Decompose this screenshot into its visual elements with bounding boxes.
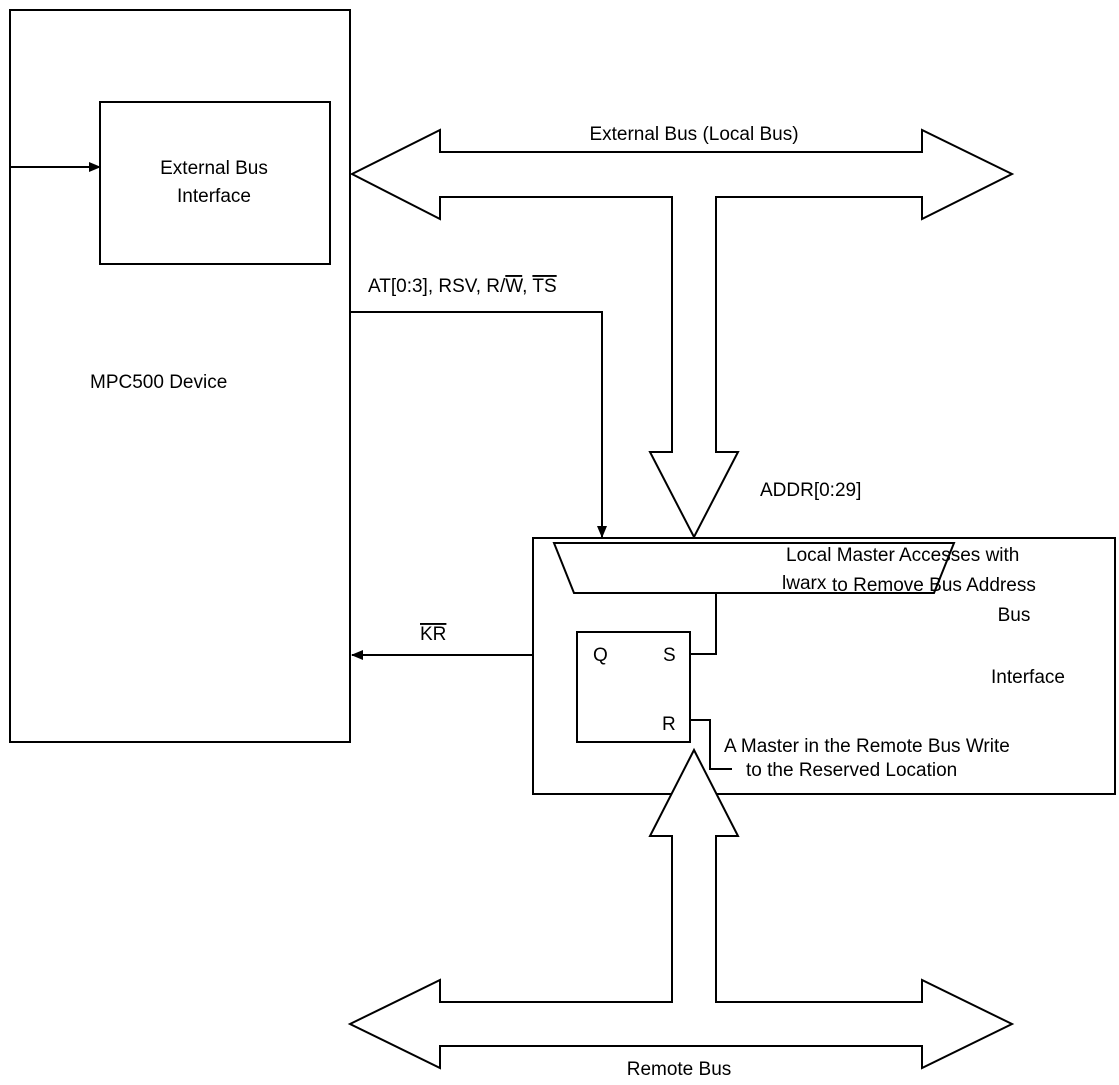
mpc500-device-label: MPC500 Device [90,372,227,393]
remote-write-label-1: A Master in the Remote Bus Write [724,736,1010,757]
reset-input-line [690,719,732,770]
ts-signal-overbar: TS [532,276,556,297]
external-bus-arrow [349,128,1015,540]
address-bus-label: ADDR[0:29] [760,480,861,501]
external-bus-interface-label-2: Interface [177,186,251,207]
address-comparator [552,542,956,594]
remote-write-label-2: to the Reserved Location [746,760,957,781]
external-bus-label: External Bus (Local Bus) [589,124,798,145]
bus-interface-label-1: Bus [998,605,1031,626]
mpc500-device-box [9,9,351,743]
local-master-label-2a: lwarx [782,573,827,594]
external-bus-interface-box [99,101,331,265]
control-signals-line [350,311,607,538]
kr-signal-label: KR [420,624,446,645]
reservation-flipflop [576,631,691,743]
external-bus-interface-label-1: External Bus [160,158,268,179]
flipflop-q-label: Q [593,645,608,666]
bus-interface-label-2: Interface [991,667,1065,688]
remote-bus-arrow [347,747,1015,1070]
flipflop-s-label: S [663,645,676,666]
w-signal-overbar: W [505,276,523,297]
local-master-label-2b: to Remove Bus Address [832,575,1036,596]
control-signals-label: AT[0:3], RSV, R/W, TS [368,276,557,297]
flipflop-r-label: R [662,714,676,735]
comparator-to-set-line [690,593,717,655]
bus-interface-box [532,537,1116,795]
local-master-label-1: Local Master Accesses with [786,545,1019,566]
remote-bus-label: Remote Bus [627,1059,732,1080]
